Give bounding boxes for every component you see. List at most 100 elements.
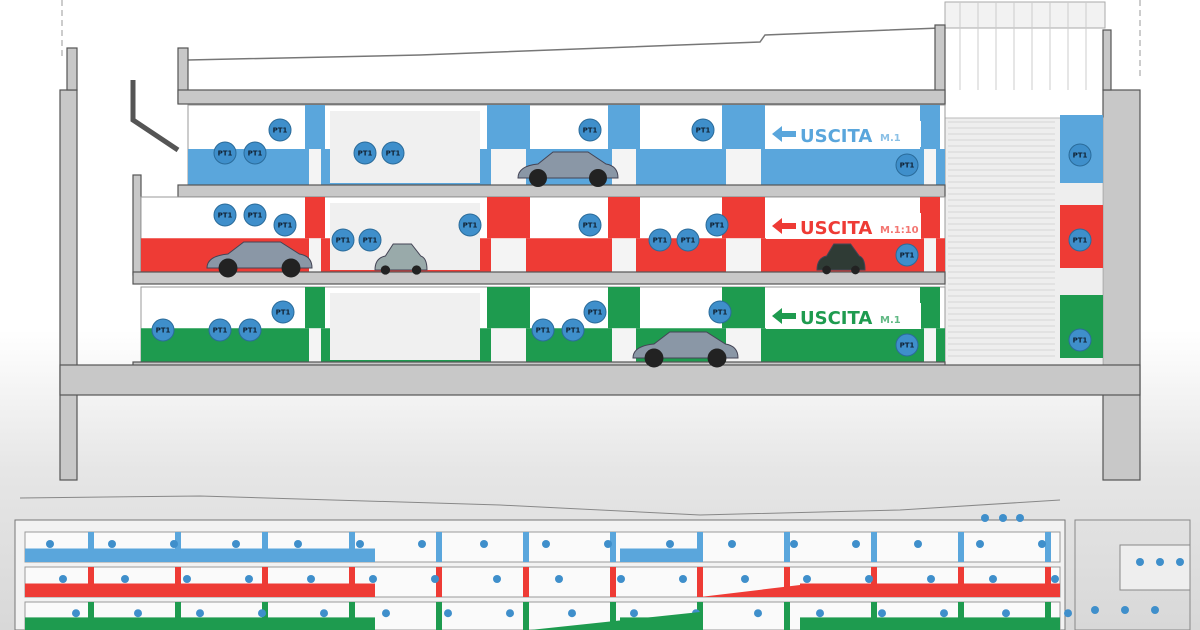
overview-marker [754, 609, 762, 618]
overview-column [610, 532, 616, 562]
left-parapet [66, 47, 78, 91]
overview-column [784, 567, 790, 597]
overview-marker [604, 540, 612, 548]
overview-column [697, 532, 703, 562]
overview-column [610, 602, 616, 630]
overview-marker [1064, 609, 1072, 618]
parking-marker-label: PT1 [248, 212, 263, 220]
parking-marker [331, 228, 355, 252]
parking-marker-label: PT1 [1073, 152, 1088, 160]
overview-ramp [530, 612, 700, 630]
overview-marker [121, 575, 129, 583]
column-5 [920, 105, 940, 149]
column-1 [305, 105, 325, 149]
overview-column [88, 532, 94, 562]
parking-marker-label: PT1 [588, 309, 603, 317]
ramp-wall [130, 80, 180, 153]
parking-marker [583, 300, 607, 324]
parking-marker-label: PT1 [273, 127, 288, 135]
parking-marker [561, 318, 585, 342]
overview-marker [72, 609, 80, 618]
car-wheel [707, 348, 727, 368]
overview-marker [989, 575, 997, 583]
right-parapet [1102, 29, 1112, 91]
overview-ramp [700, 585, 800, 597]
parking-marker [213, 203, 237, 227]
overview-floor-band [25, 617, 375, 630]
parking-marker-label: PT1 [1073, 337, 1088, 345]
overview-marker [307, 575, 315, 583]
car [374, 243, 428, 275]
overview-marker [444, 609, 452, 618]
overview-marker [976, 540, 984, 548]
overview-column [436, 602, 442, 630]
overview-column [88, 602, 94, 630]
column-3 [608, 197, 640, 239]
parking-marker-label: PT1 [363, 237, 378, 245]
overview-column [88, 567, 94, 597]
overview-marker [816, 609, 824, 618]
overview-column [958, 532, 964, 562]
overview-column [871, 602, 877, 630]
parking-marker [578, 213, 602, 237]
overview-floor-band [800, 617, 1060, 630]
parking-marker [238, 318, 262, 342]
parking-marker-label: PT1 [278, 222, 293, 230]
overview-column [349, 567, 355, 597]
parking-marker-label: PT1 [358, 150, 373, 158]
overview-marker [258, 609, 266, 618]
overview-marker [108, 540, 116, 548]
overview-column [175, 532, 181, 562]
car [517, 151, 619, 187]
overview-marker [134, 609, 142, 618]
overview-marker [999, 514, 1007, 522]
overview-marker [878, 609, 886, 618]
column-4 [722, 105, 765, 149]
car-wheel [589, 169, 607, 187]
overview-terrain [19, 495, 1061, 516]
arrow-left-icon [772, 308, 796, 324]
overview-marker [679, 575, 687, 583]
overview-marker [803, 575, 811, 583]
arrow-left-icon [772, 126, 796, 142]
parking-marker-label: PT1 [463, 222, 478, 230]
parking-marker [531, 318, 555, 342]
parking-marker [895, 153, 919, 177]
parking-marker [208, 318, 232, 342]
overview-marker [1151, 606, 1159, 614]
column-base [612, 149, 636, 185]
overview-marker [356, 540, 364, 548]
left-outer-wall [59, 89, 78, 481]
parking-marker-label: PT1 [900, 342, 915, 350]
column-base [309, 328, 321, 362]
parking-marker [676, 228, 700, 252]
arrow-left-icon [772, 218, 796, 234]
overview-column [523, 567, 529, 597]
overview-column [436, 532, 442, 562]
parking-marker-label: PT1 [900, 252, 915, 260]
parking-marker [358, 228, 382, 252]
overview-marker [852, 540, 860, 548]
column-base [612, 238, 636, 272]
column-1 [305, 287, 325, 329]
overview-column [1045, 567, 1051, 597]
column-1 [305, 197, 325, 239]
overview-marker [1156, 558, 1164, 566]
parking-marker-label: PT1 [713, 309, 728, 317]
car-wheel [218, 258, 238, 278]
terrain-line [187, 27, 941, 61]
exit-sign-text: USCITA [800, 126, 872, 147]
parking-marker [648, 228, 672, 252]
overview-marker [914, 540, 922, 548]
exit-sign-suffix: M.1:10 [880, 225, 919, 236]
parking-marker-label: PT1 [653, 237, 668, 245]
parking-marker-label: PT1 [248, 150, 263, 158]
overview-column [610, 567, 616, 597]
overview-marker [568, 609, 576, 618]
column-2 [487, 197, 530, 239]
overview-marker [1016, 514, 1024, 522]
column-base [726, 149, 761, 185]
overview-column [1045, 602, 1051, 630]
overview-room [1119, 544, 1191, 591]
